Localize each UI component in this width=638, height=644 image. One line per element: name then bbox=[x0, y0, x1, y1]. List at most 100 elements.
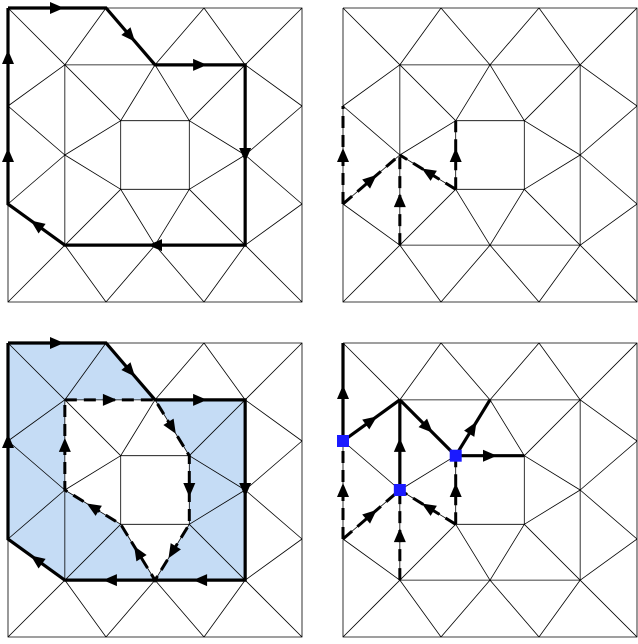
grid-edge bbox=[538, 244, 581, 303]
arrow-head bbox=[50, 2, 64, 14]
grid-edge bbox=[244, 399, 303, 442]
arrow-head bbox=[121, 362, 136, 377]
arrow-head bbox=[418, 418, 433, 433]
grid-edge bbox=[64, 342, 107, 401]
grid-edge bbox=[342, 7, 401, 66]
triangulated-grid bbox=[342, 342, 638, 638]
inner-square bbox=[455, 120, 525, 190]
grid-edge bbox=[440, 244, 491, 303]
arrow-head bbox=[362, 509, 377, 524]
grid-edge bbox=[399, 189, 456, 246]
grid-edge bbox=[489, 524, 525, 581]
boundary-loop bbox=[6, 6, 247, 247]
grid-edge bbox=[489, 64, 525, 121]
grid-edge bbox=[524, 524, 581, 581]
arrow-head bbox=[168, 543, 181, 559]
dashed-right-diag bbox=[399, 153, 457, 191]
grid-edge bbox=[154, 64, 190, 121]
grid-edge bbox=[538, 7, 581, 66]
vertex-marker bbox=[337, 435, 349, 447]
grid-edge bbox=[244, 105, 303, 156]
arrow-head bbox=[362, 416, 378, 430]
grid-edge bbox=[538, 342, 581, 401]
grid-edge bbox=[64, 7, 107, 66]
grid-edge bbox=[244, 342, 303, 401]
grid-edge bbox=[7, 244, 66, 303]
grid-edge bbox=[524, 64, 581, 121]
grid-edge bbox=[189, 154, 246, 190]
grid-edge bbox=[7, 342, 66, 401]
grid-edge bbox=[154, 579, 205, 638]
grid-edge bbox=[399, 120, 456, 156]
grid-edge bbox=[342, 440, 401, 491]
arrow-head bbox=[134, 546, 147, 562]
grid-edge bbox=[524, 455, 581, 491]
panel-bottom-right bbox=[337, 342, 638, 638]
grid-edge bbox=[579, 64, 638, 107]
arrow-head bbox=[337, 483, 349, 497]
grid-edge bbox=[399, 342, 442, 401]
arrow-head bbox=[421, 168, 437, 181]
arrow-head bbox=[193, 58, 208, 71]
grid-edge bbox=[342, 342, 401, 401]
grid-edge bbox=[342, 203, 401, 246]
arrow-head bbox=[30, 220, 46, 234]
arrow-head bbox=[183, 483, 196, 497]
grid-edge bbox=[579, 7, 638, 66]
grid-edge bbox=[524, 489, 581, 525]
dashed-right-diag bbox=[399, 488, 457, 526]
grid-edge bbox=[244, 538, 303, 581]
triangulated-grid bbox=[7, 7, 303, 303]
grid-edge bbox=[105, 579, 156, 638]
arrow-head bbox=[239, 483, 252, 497]
grid-edge bbox=[64, 579, 107, 638]
grid-edge bbox=[244, 579, 303, 638]
grid-edge bbox=[154, 244, 205, 303]
arrow-head bbox=[193, 574, 208, 587]
vertex-marker bbox=[449, 449, 462, 462]
grid-edge bbox=[189, 524, 246, 581]
inner-square bbox=[120, 455, 190, 525]
grid-edge bbox=[399, 579, 442, 638]
grid-edge bbox=[244, 244, 303, 303]
panel-bottom-left bbox=[2, 337, 303, 638]
grid-edge bbox=[489, 189, 525, 246]
grid-edge bbox=[7, 399, 66, 442]
grid-edge bbox=[7, 105, 66, 156]
grid-edge bbox=[120, 64, 156, 121]
grid-edge bbox=[489, 342, 540, 401]
grid-edge bbox=[579, 538, 638, 581]
grid-edge bbox=[440, 7, 491, 66]
arrow-head bbox=[337, 385, 349, 399]
grid-edge bbox=[455, 64, 491, 121]
vertex-marker bbox=[393, 484, 406, 496]
triangulated-grid bbox=[342, 7, 638, 303]
panel-top-left bbox=[2, 2, 303, 303]
grid-edge bbox=[189, 489, 246, 525]
panel-top-right bbox=[337, 7, 638, 303]
arrow-head bbox=[449, 148, 462, 162]
grid-edge bbox=[189, 120, 246, 156]
grid-edge bbox=[579, 154, 638, 205]
grid-edge bbox=[342, 64, 401, 107]
grid-edge bbox=[203, 244, 246, 303]
grid-edge bbox=[440, 342, 491, 401]
grid-edge bbox=[154, 342, 205, 401]
grid-edge bbox=[105, 244, 156, 303]
dashed-left-diag bbox=[342, 153, 401, 206]
grid-edge bbox=[342, 244, 401, 303]
arrow-head bbox=[337, 148, 349, 162]
arrow-head bbox=[393, 193, 406, 208]
grid-edge bbox=[154, 7, 205, 66]
outer-boundary bbox=[6, 341, 247, 582]
dashed-left-diag bbox=[342, 488, 401, 541]
grid-edge bbox=[579, 440, 638, 491]
arrow-head bbox=[148, 239, 162, 252]
grid-edge bbox=[244, 489, 303, 540]
grid-edge bbox=[189, 399, 246, 456]
grid-edge bbox=[579, 342, 638, 401]
grid-edge bbox=[579, 399, 638, 442]
grid-edge bbox=[120, 189, 156, 246]
grid-edge bbox=[524, 154, 581, 190]
